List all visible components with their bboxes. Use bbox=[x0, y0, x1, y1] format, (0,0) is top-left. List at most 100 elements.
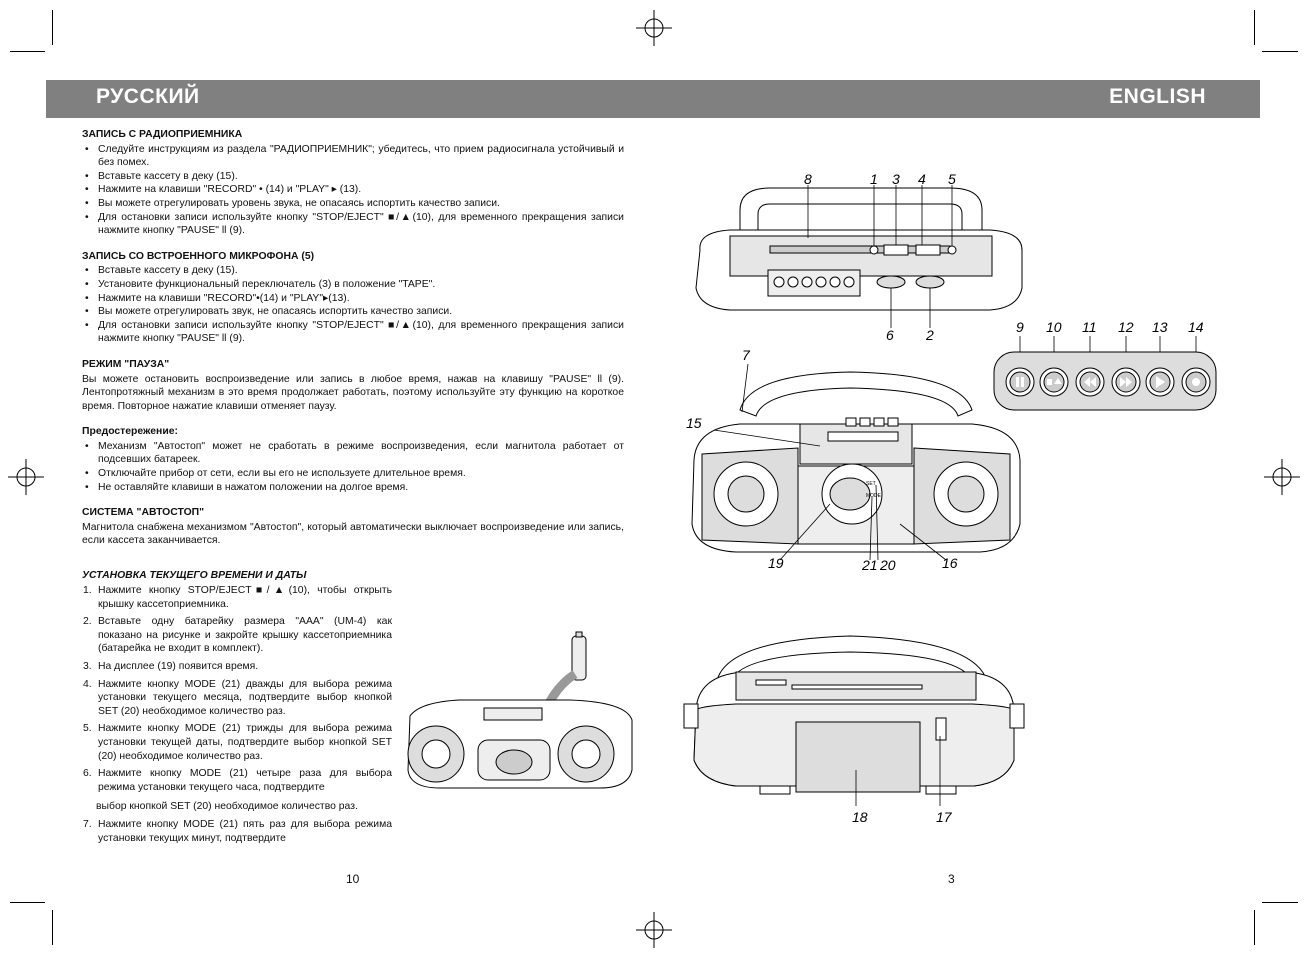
top-view-diagram: 8 1 3 4 5 6 2 bbox=[695, 171, 1023, 343]
list-item: Для остановки записи используйте кнопку … bbox=[82, 211, 624, 238]
foot bbox=[925, 785, 957, 795]
step-item: 6.Нажмите кнопку MODE (21) четыре раза д… bbox=[83, 768, 392, 793]
language-label-left: РУССКИЙ bbox=[96, 85, 200, 108]
list-item: Вы можете отрегулировать звук, не опасая… bbox=[82, 305, 624, 319]
step-item: 4.Нажмите кнопку MODE (21) дважды для вы… bbox=[83, 678, 392, 717]
paragraph: Вы можете остановить воспроизведение или… bbox=[82, 373, 624, 412]
list-item: Вставьте кассету в деку (15). bbox=[82, 264, 624, 278]
list-item: Нажмите на клавиши "RECORD" • (14) и "PL… bbox=[82, 183, 624, 197]
crop-mark bbox=[1254, 10, 1255, 45]
section-autostop: СИСТЕМА "АВТОСТОП" Магнитола снабжена ме… bbox=[82, 506, 624, 548]
list-item: Нажмите на клавиши "RECORD"•(14) и "PLAY… bbox=[82, 292, 624, 306]
callout-label: 12 bbox=[1118, 319, 1134, 335]
battery-insertion-illustration bbox=[407, 631, 633, 789]
section-mic-recording: ЗАПИСЬ СО ВСТРОЕННОГО МИКРОФОНА (5) Вста… bbox=[82, 250, 624, 346]
callout-label: 6 bbox=[886, 327, 894, 343]
section-title-clock: УСТАНОВКА ТЕКУЩЕГО ВРЕМЕНИ И ДАТЫ bbox=[82, 570, 307, 581]
step-text: Вставьте одну батарейку размера "AAA" (U… bbox=[98, 616, 392, 655]
leader-lines bbox=[807, 185, 953, 328]
callout-label: 3 bbox=[892, 171, 900, 187]
section-title: СИСТЕМА "АВТОСТОП" bbox=[82, 507, 205, 519]
record-button-icon bbox=[1181, 367, 1211, 397]
foot bbox=[759, 785, 791, 795]
key bbox=[787, 276, 799, 288]
registration-mark bbox=[636, 912, 672, 948]
step-item: 3.На дисплее (19) появится время. bbox=[83, 660, 259, 672]
step-text: Нажмите кнопку MODE (21) четыре раза для… bbox=[98, 768, 392, 793]
crop-mark bbox=[10, 51, 45, 52]
section-radio-recording: ЗАПИСЬ С РАДИОПРИЕМНИКА Следуйте инструк… bbox=[82, 128, 624, 238]
microphone bbox=[947, 245, 957, 255]
band-switch bbox=[915, 244, 941, 256]
speaker-cone bbox=[571, 739, 601, 769]
page-number-left: 10 bbox=[346, 872, 360, 886]
registration-mark bbox=[8, 459, 44, 495]
step-item: 2.Вставьте одну батарейку размера "AAA" … bbox=[83, 616, 392, 655]
button-row bbox=[483, 707, 543, 721]
step-continuation: выбор кнопкой SET (20) необходимое колич… bbox=[96, 801, 358, 813]
callout-label: 20 bbox=[879, 557, 896, 573]
leader-lines bbox=[855, 736, 941, 806]
section-title: ЗАПИСЬ С РАДИОПРИЕМНИКА bbox=[82, 129, 243, 140]
handle bbox=[739, 371, 973, 417]
crop-mark bbox=[1254, 910, 1255, 945]
callout-label: 15 bbox=[686, 415, 702, 431]
list-item: Следуйте инструкциям из раздела "РАДИОПР… bbox=[82, 143, 624, 170]
callout-label: 13 bbox=[1152, 319, 1168, 335]
step-item: 5.Нажмите кнопку MODE (21) трижды для вы… bbox=[83, 723, 392, 762]
list-item: Отключайте прибор от сети, если вы его н… bbox=[82, 467, 624, 481]
list-item: Для остановки записи используйте кнопку … bbox=[82, 319, 624, 346]
antenna bbox=[791, 684, 923, 690]
section-title: РЕЖИМ "ПАУЗА" bbox=[82, 358, 170, 370]
callout-label: 4 bbox=[918, 171, 926, 187]
top-panel bbox=[729, 235, 993, 277]
speaker-cone bbox=[947, 475, 985, 513]
side-cap bbox=[1009, 703, 1025, 729]
handle bbox=[739, 187, 983, 291]
list-item: Установите функциональный переключатель … bbox=[82, 278, 624, 292]
tuning-knob bbox=[876, 275, 906, 289]
callout-label: 8 bbox=[804, 171, 812, 187]
callout-label: 19 bbox=[768, 555, 784, 571]
registration-mark bbox=[1264, 459, 1300, 495]
fast-forward-button-icon bbox=[1111, 367, 1141, 397]
key bbox=[843, 276, 855, 288]
step-text: Нажмите кнопку MODE (21) трижды для выбо… bbox=[98, 723, 392, 762]
callout-label: 18 bbox=[852, 809, 868, 825]
switch-slot bbox=[755, 679, 787, 686]
clock-display bbox=[829, 477, 871, 511]
registration-mark bbox=[636, 10, 672, 46]
header-banner: РУССКИЙ ENGLISH bbox=[46, 80, 1260, 118]
section-title: Предостережение: bbox=[82, 426, 178, 438]
section-title: ЗАПИСЬ СО ВСТРОЕННОГО МИКРОФОНА (5) bbox=[82, 250, 315, 262]
pause-button-icon bbox=[1005, 367, 1035, 397]
section-caution: Предостережение: Механизм "Автостоп" мож… bbox=[82, 425, 624, 494]
callout-label: 21 bbox=[861, 557, 878, 573]
front-view-diagram: SET MODE 7 15 19 21 20 16 bbox=[686, 347, 1021, 573]
stop-eject-button-icon bbox=[1039, 367, 1069, 397]
callout-label: 7 bbox=[742, 347, 751, 363]
crop-mark bbox=[52, 10, 53, 45]
tape-buttons-diagram: 9 10 11 12 13 14 bbox=[993, 319, 1217, 411]
list-item: Механизм "Автостоп" может не сработать в… bbox=[82, 440, 624, 467]
key bbox=[801, 276, 813, 288]
list-item: Вставьте кассету в деку (15). bbox=[82, 170, 624, 184]
step-item: 1.Нажмите кнопку STOP/EJECT■/▲(10), чтоб… bbox=[83, 585, 392, 610]
callout-label: 10 bbox=[1046, 319, 1062, 335]
display-window bbox=[495, 749, 533, 775]
set-key-label: SET bbox=[866, 481, 876, 487]
key bbox=[773, 276, 785, 288]
step-item: 7.Нажмите кнопку MODE (21) пять раз для … bbox=[83, 818, 392, 844]
volume-knob bbox=[915, 275, 945, 289]
callout-label: 14 bbox=[1188, 319, 1204, 335]
step-text: Нажмите кнопку MODE (21) дважды для выбо… bbox=[98, 678, 392, 717]
speaker-cone bbox=[421, 739, 451, 769]
ac-socket bbox=[935, 717, 947, 741]
battery-terminal bbox=[575, 631, 583, 638]
battery-compartment bbox=[795, 721, 921, 793]
top-keys bbox=[845, 417, 899, 427]
callout-label: 5 bbox=[948, 171, 956, 187]
side-cap bbox=[683, 703, 699, 729]
callout-label: 9 bbox=[1016, 319, 1024, 335]
cassette-deck bbox=[799, 423, 913, 465]
